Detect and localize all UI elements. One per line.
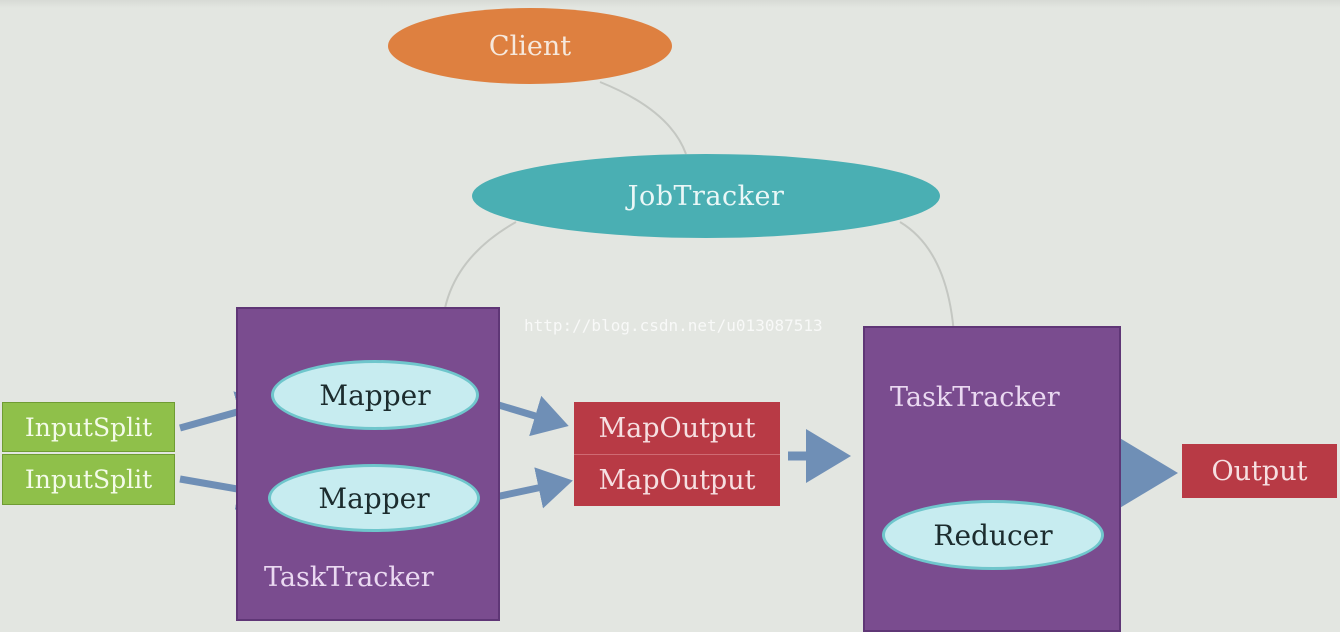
mapoutput-node-2: MapOutput bbox=[574, 454, 780, 506]
mapoutput-node-1: MapOutput bbox=[574, 402, 780, 454]
mapper-node-1: Mapper bbox=[271, 360, 479, 430]
client-jobtracker-link bbox=[599, 81, 687, 155]
tasktracker-right-label: TaskTracker bbox=[890, 382, 1060, 413]
inputsplit-node-2: InputSplit bbox=[2, 454, 175, 505]
jobtracker-node: JobTracker bbox=[472, 154, 940, 238]
reducer-node: Reducer bbox=[882, 500, 1104, 570]
inputsplit-node-1: InputSplit bbox=[2, 402, 175, 452]
mapper-node-2: Mapper bbox=[268, 464, 480, 532]
client-node: Client bbox=[388, 8, 672, 84]
top-edge bbox=[0, 0, 1340, 8]
output-node: Output bbox=[1182, 444, 1337, 498]
tasktracker-right-box bbox=[863, 326, 1121, 632]
watermark-text: http://blog.csdn.net/u013087513 bbox=[524, 316, 823, 335]
tasktracker-left-label: TaskTracker bbox=[264, 562, 434, 593]
